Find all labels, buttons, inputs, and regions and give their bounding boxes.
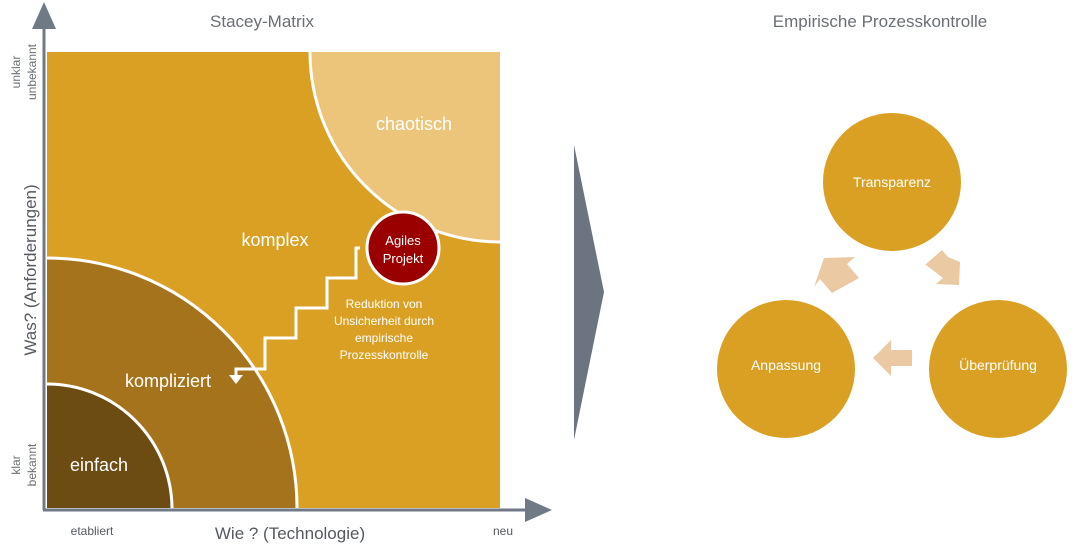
complicated-label: kompliziert — [125, 371, 211, 391]
reduction-line1: Reduktion von — [346, 297, 423, 311]
adaptation-label: Anpassung — [751, 357, 821, 373]
staircase-arrowhead — [229, 375, 243, 384]
reduction-line2: Unsicherheit durch — [334, 314, 434, 328]
agile-project-line1: Agiles — [385, 233, 421, 248]
chaotic-region — [310, 52, 500, 242]
x-left-label: etabliert — [71, 524, 114, 538]
transparency-node — [823, 113, 961, 251]
x-axis-label: Wie ? (Technologie) — [215, 524, 365, 543]
staircase-path — [234, 246, 360, 378]
stacey-title: Stacey-Matrix — [210, 12, 314, 31]
cycle-arrow-inspection-to-adaptation — [873, 340, 912, 376]
cycle-arrow-adaptation-to-transparency — [814, 257, 859, 293]
reduction-line4: Prozesskontrolle — [340, 348, 429, 362]
agile-project-circle — [365, 210, 441, 286]
chaotic-border — [308, 51, 501, 244]
simple-region — [47, 384, 172, 508]
simple-border — [46, 382, 174, 509]
reduction-line3: empirische — [355, 331, 413, 345]
empirical-title: Empirische Prozesskontrolle — [773, 12, 987, 31]
transparency-label: Transparenz — [853, 174, 931, 190]
y-top-line1: unklar — [9, 56, 23, 89]
adaptation-node — [717, 300, 855, 438]
x-right-label: neu — [493, 524, 513, 538]
agile-project-line2: Projekt — [383, 251, 424, 266]
divider-chevron — [574, 145, 604, 440]
inspection-label: Überprüfung — [959, 356, 1037, 373]
complex-label: komplex — [241, 230, 308, 250]
cycle-arrow-transparency-to-inspection — [925, 250, 960, 285]
complicated-border — [46, 256, 299, 509]
y-axis-label: Was? (Anforderungen) — [21, 184, 40, 355]
chaotic-label: chaotisch — [376, 114, 452, 134]
y-bottom-line1: klar — [9, 455, 23, 474]
simple-label: einfach — [70, 455, 128, 475]
y-bottom-line2: bekannt — [25, 443, 39, 486]
inspection-node — [929, 300, 1067, 438]
y-top-line2: unbekannt — [25, 43, 39, 100]
